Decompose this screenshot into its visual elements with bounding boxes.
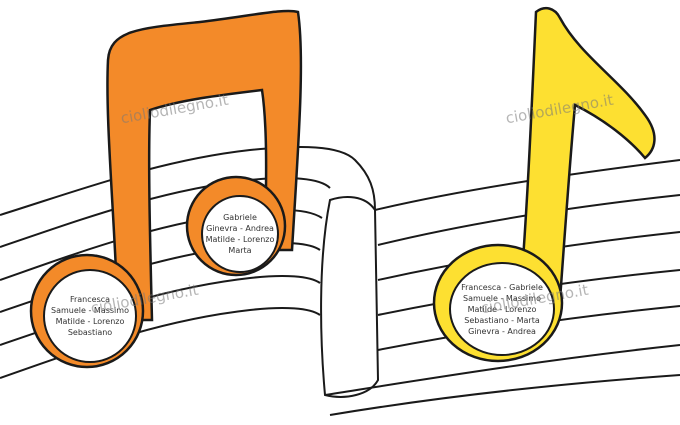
orange-lower-head-hole: [43, 269, 137, 363]
orange-note-beam-and-stems: [106, 9, 303, 322]
name-line: Ginevra - Andrea: [468, 327, 536, 336]
name-line: Sebastiano: [67, 328, 113, 337]
music-staff-fold: [320, 196, 380, 398]
yellow-note-stem-and-flag: [518, 6, 656, 302]
name-line: Samuele - Massimo: [51, 306, 129, 315]
name-line: Matilde - Lorenzo: [55, 317, 125, 326]
yellow-head-names: Francesca - Gabriele Samuele - Massimo M…: [452, 282, 552, 337]
name-line: Matilde - Lorenzo: [467, 305, 537, 314]
yellow-head-hole: [449, 262, 555, 356]
name-line: Samuele - Massimo: [463, 294, 541, 303]
orange-upper-head-names: Gabriele Ginevra - Andrea Matilde - Lore…: [196, 212, 284, 256]
name-line: Francesca - Gabriele: [461, 283, 543, 292]
name-line: Francesca: [69, 295, 111, 304]
name-line: Gabriele: [223, 213, 257, 222]
name-line: Marta: [228, 246, 252, 255]
orange-eighth-note-pair: [29, 9, 303, 369]
orange-lower-head-names: Francesca Samuele - Massimo Matilde - Lo…: [42, 294, 138, 338]
name-line: Ginevra - Andrea: [206, 224, 274, 233]
name-line: Sebastiano - Marta: [464, 316, 540, 325]
yellow-eighth-note: [432, 6, 656, 363]
name-line: Matilde - Lorenzo: [205, 235, 275, 244]
orange-upper-head-hole: [201, 195, 279, 273]
